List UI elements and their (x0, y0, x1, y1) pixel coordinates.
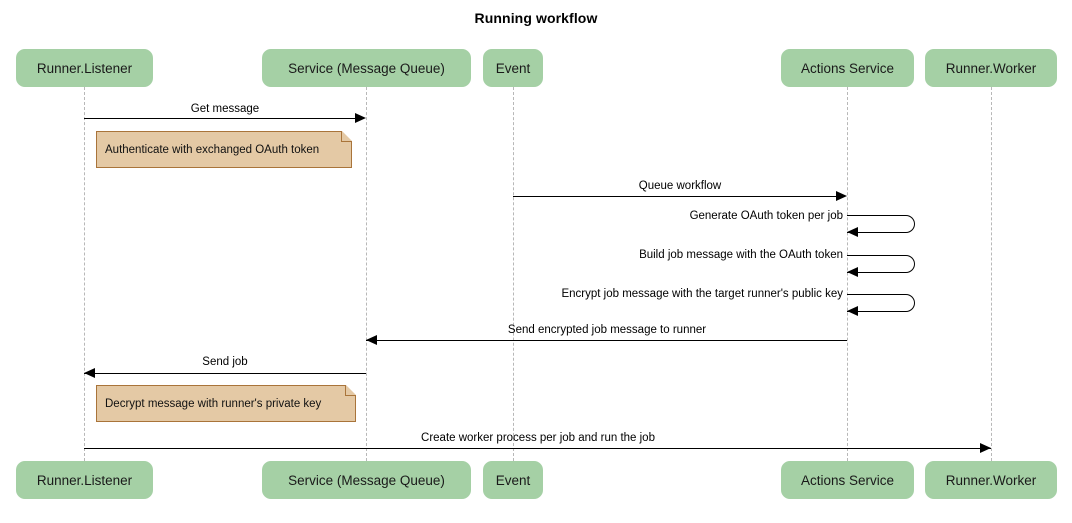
message-arrowhead-queue-workflow (836, 191, 847, 201)
note-fold-corner-icon (341, 130, 353, 142)
lifeline-runner-worker (991, 87, 992, 461)
message-line-get-message (84, 118, 356, 119)
participant-event-top[interactable]: Event (483, 49, 543, 87)
participant-runner-worker-top[interactable]: Runner.Worker (925, 49, 1057, 87)
message-selfloop-build-job-message (847, 255, 915, 273)
message-line-create-worker-process (84, 448, 991, 449)
message-label-create-worker-process: Create worker process per job and run th… (421, 432, 655, 444)
note-decrypt-note: Decrypt message with runner's private ke… (96, 384, 357, 422)
participant-label: Service (Message Queue) (288, 472, 445, 488)
participant-label: Actions Service (800, 60, 895, 76)
message-arrowhead-send-job (84, 368, 95, 378)
lifeline-service-message-queue (366, 87, 367, 461)
message-line-queue-workflow (513, 196, 837, 197)
note-label: Decrypt message with runner's private ke… (105, 397, 322, 410)
note-label: Authenticate with exchanged OAuth token (105, 143, 320, 156)
diagram-title: Running workflow (474, 10, 598, 26)
message-arrowhead-encrypt-job-message (847, 306, 858, 316)
note-authenticate-note: Authenticate with exchanged OAuth token (96, 130, 353, 168)
participant-label: Runner.Worker (945, 472, 1037, 488)
participant-runner-listener-top[interactable]: Runner.Listener (16, 49, 153, 87)
participant-event-bottom[interactable]: Event (483, 461, 543, 499)
participant-runner-listener-bottom[interactable]: Runner.Listener (16, 461, 153, 499)
message-arrowhead-get-message (355, 113, 366, 123)
message-label-queue-workflow: Queue workflow (638, 180, 722, 192)
lifeline-runner-listener (84, 87, 85, 461)
message-label-send-job: Send job (202, 356, 248, 368)
message-arrowhead-build-job-message (847, 267, 858, 277)
message-label-get-message: Get message (190, 103, 260, 115)
message-arrowhead-create-worker-process (980, 443, 991, 453)
message-label-generate-oauth-token-per-job: Generate OAuth token per job (689, 210, 843, 222)
participant-service-message-queue-bottom[interactable]: Service (Message Queue) (262, 461, 471, 499)
message-line-send-job (84, 373, 366, 374)
message-arrowhead-send-encrypted-job-message (366, 335, 377, 345)
message-label-send-encrypted-job-message: Send encrypted job message to runner (507, 324, 707, 336)
message-line-send-encrypted-job-message (366, 340, 847, 341)
participant-label: Service (Message Queue) (288, 60, 445, 76)
participant-label: Runner.Listener (36, 60, 133, 76)
participant-label: Event (495, 60, 531, 76)
participant-label: Runner.Worker (945, 60, 1037, 76)
message-label-encrypt-job-message: Encrypt job message with the target runn… (561, 288, 843, 300)
participant-actions-service-bottom[interactable]: Actions Service (781, 461, 914, 499)
participant-label: Runner.Listener (36, 472, 133, 488)
participant-service-message-queue-top[interactable]: Service (Message Queue) (262, 49, 471, 87)
lifeline-event (513, 87, 514, 461)
note-fold-corner-icon (345, 384, 357, 396)
message-label-build-job-message: Build job message with the OAuth token (639, 249, 843, 261)
message-selfloop-generate-oauth-token-per-job (847, 215, 915, 233)
message-selfloop-encrypt-job-message (847, 294, 915, 312)
participant-label: Actions Service (800, 472, 895, 488)
participant-label: Event (495, 472, 531, 488)
message-arrowhead-generate-oauth-token-per-job (847, 227, 858, 237)
participant-runner-worker-bottom[interactable]: Runner.Worker (925, 461, 1057, 499)
participant-actions-service-top[interactable]: Actions Service (781, 49, 914, 87)
